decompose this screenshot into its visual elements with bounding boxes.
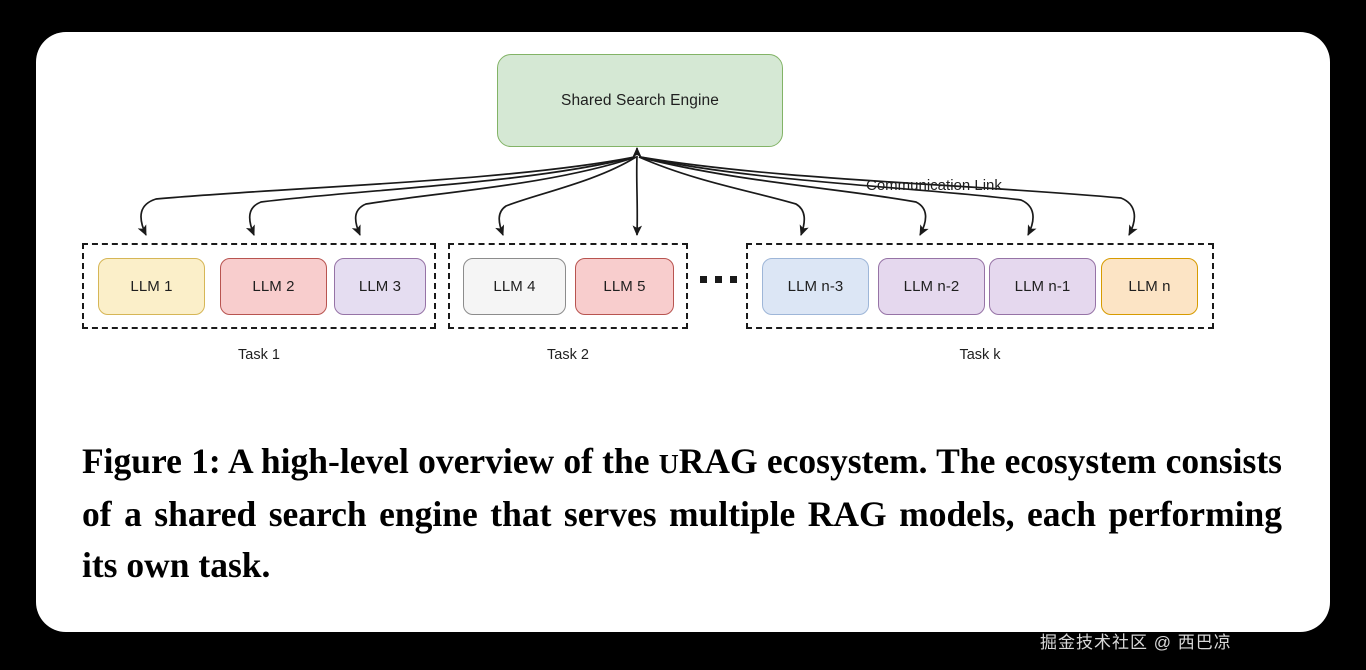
task-caption-2: Task 2 [547, 347, 589, 363]
llm-node[interactable]: LLM 3 [334, 258, 426, 315]
task-group-1 [82, 243, 436, 329]
llm-node-label: LLM 4 [493, 278, 536, 295]
llm-node[interactable]: LLM 1 [98, 258, 205, 315]
shared-search-engine-node[interactable]: Shared Search Engine [497, 54, 783, 147]
llm-node[interactable]: LLM n-1 [989, 258, 1096, 315]
llm-node-label: LLM n-3 [787, 278, 844, 295]
shared-search-engine-label: Shared Search Engine [561, 91, 719, 109]
task-group-2 [448, 243, 688, 329]
llm-node-label: LLM n-1 [1014, 278, 1071, 295]
communication-link-label: Communication Link [866, 177, 1002, 194]
llm-node-label: LLM n-2 [903, 278, 960, 295]
figure-card: Shared Search Engine Communication Link … [36, 32, 1330, 632]
task-group-k [746, 243, 1214, 329]
group-ellipsis-icon [700, 276, 737, 283]
watermark-text: 掘金技术社区 @ 西巴凉 [1040, 633, 1232, 652]
llm-node[interactable]: LLM n [1101, 258, 1198, 315]
caption-acronym-smallcap: u [658, 448, 679, 479]
llm-node-label: LLM 2 [252, 278, 295, 295]
llm-node-label: LLM 5 [603, 278, 646, 295]
task-caption-1: Task 1 [238, 347, 280, 363]
task-caption-k: Task k [959, 347, 1001, 363]
llm-node-label: LLM 3 [358, 278, 402, 295]
llm-node-label: LLM 1 [130, 278, 173, 295]
llm-node[interactable]: LLM 4 [463, 258, 566, 315]
llm-node[interactable]: LLM 2 [220, 258, 327, 315]
llm-node-label: LLM n [1128, 278, 1171, 295]
llm-node[interactable]: LLM n-3 [762, 258, 869, 315]
llm-node[interactable]: LLM 5 [575, 258, 674, 315]
llm-node[interactable]: LLM n-2 [878, 258, 985, 315]
architecture-diagram: Shared Search Engine Communication Link … [36, 32, 1330, 400]
figure-caption: Figure 1: A high-level overview of the u… [82, 441, 1282, 585]
